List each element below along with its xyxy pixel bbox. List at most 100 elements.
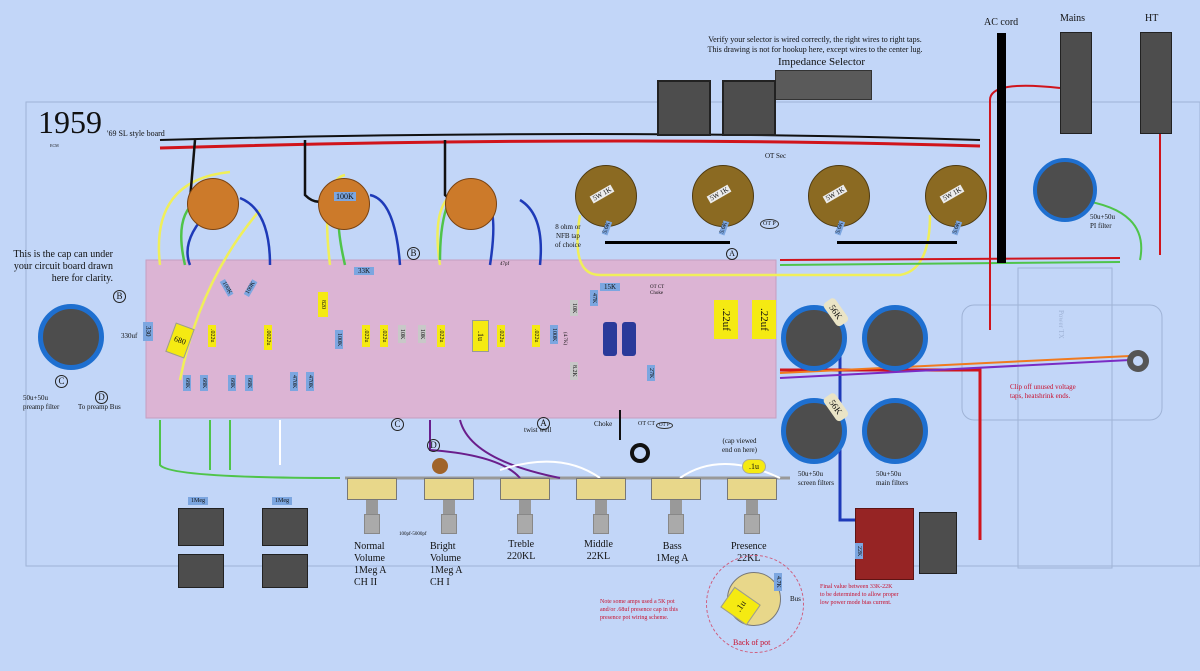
electrolytic-cap-1 <box>603 322 617 356</box>
preamp-tube-v2 <box>318 178 370 230</box>
pot-label-treble: Treble 220KL <box>507 539 535 563</box>
marker-d-board: D <box>427 439 440 452</box>
tube-v2-resistor: 100K <box>334 192 356 201</box>
pot-label-bright-2: Volume <box>430 553 461 564</box>
speaker-jack-1[interactable] <box>657 80 711 136</box>
resistor-33k: 33K <box>354 267 375 275</box>
resistor-10k-1: 10K <box>398 325 406 344</box>
resistor-68k-4: 68K <box>245 375 253 392</box>
cap-0022u-1: .0022u <box>264 325 272 350</box>
chassis-outline <box>25 101 1200 567</box>
cap-22uf-2: .22uf <box>752 300 776 339</box>
clip-note-line1: Clip off unused voltage <box>1010 383 1076 391</box>
cap-820: 820 <box>318 292 328 317</box>
resistor-68k-1: 68K <box>183 375 191 392</box>
cap-can-note: This is the cap can under your circuit b… <box>5 249 113 285</box>
ot-ct-choke-line1: OT CT <box>650 285 665 290</box>
title-tiny: ECM <box>50 143 59 148</box>
preamp-filter-line1: 50u+50u <box>23 394 48 402</box>
bias-note: Final value between 33K-22K to be determ… <box>820 583 898 607</box>
standby-switch[interactable] <box>855 508 914 580</box>
marker-b-cap: B <box>113 290 126 303</box>
pi-filter-line1: 50u+50u <box>1090 213 1115 221</box>
pot-label-normal-1: Normal <box>354 541 385 552</box>
mains-fuse-label: Mains <box>1060 13 1085 24</box>
nfb-note-line1: 8 ohm or <box>555 223 581 231</box>
input-jack-ch2-high[interactable] <box>178 508 224 546</box>
resistor-100k-3: 100K <box>335 330 343 350</box>
screen-filters-line2: screen filters <box>798 479 834 487</box>
resistor-10k-2: 10K <box>418 325 426 344</box>
switch-resistor-22k: 22K <box>855 543 863 560</box>
power-switch[interactable] <box>919 512 957 574</box>
otp-label-bottom: OT P <box>656 422 673 429</box>
input-jack-ch1-low[interactable] <box>262 554 308 588</box>
preamp-tube-v3 <box>445 178 497 230</box>
ht-fuse-holder[interactable] <box>1140 32 1172 134</box>
nfb-note-line3: of choice <box>555 241 581 249</box>
presence-note-line2: and/or .68uf presence cap in this <box>600 607 678 613</box>
clip-note: Clip off unused voltage taps, heatshrink… <box>1010 383 1076 401</box>
pot-label-bright: Bright Volume 1Meg A CH I <box>430 541 463 589</box>
jack-resistor-1: 1Meg <box>188 497 208 505</box>
pot-presence[interactable] <box>727 478 777 534</box>
pot-label-middle-2: 22KL <box>586 551 611 562</box>
ot-ct-choke-label: OT CT Choke <box>650 285 664 297</box>
twist-well-label: twist well <box>524 426 552 434</box>
cap-330uf-label: 330uf <box>121 332 138 340</box>
screen-filters-label: 50u+50u screen filters <box>798 470 834 488</box>
pot-label-bright-1: Bright <box>430 541 456 552</box>
power-tx-outline <box>1017 267 1113 569</box>
pot-middle[interactable] <box>576 478 626 534</box>
pi-filter-cap <box>1033 158 1097 222</box>
preamp-filter-cap-can <box>38 304 104 370</box>
speaker-jack-2[interactable] <box>722 80 776 136</box>
nfb-note-line2: NFB tap <box>555 232 580 240</box>
presence-pot-back-outline <box>706 555 804 653</box>
ot-sec-label: OT Sec <box>765 152 787 160</box>
marker-c-cap: C <box>55 375 68 388</box>
bias-bus-wire-2 <box>837 241 957 244</box>
impedance-selector[interactable] <box>775 70 872 100</box>
back-of-pot-label: Back of pot <box>733 638 771 647</box>
pot-label-normal: Normal Volume 1Meg A CH II <box>354 541 387 589</box>
cap-022u-3: .022u <box>380 325 388 347</box>
presence-note-line3: presence pot wiring scheme. <box>600 615 669 621</box>
cap-viewed-line1: (cap viewed <box>722 437 757 445</box>
power-tx-label: Power TX <box>1057 310 1065 339</box>
presence-note-line1: Note some amps used a 5K pot <box>600 599 675 605</box>
resistor-15k: 15K <box>600 283 621 291</box>
pot-label-treble-2: 220KL <box>507 551 536 562</box>
main-filters-line2: main filters <box>876 479 909 487</box>
pot-treble[interactable] <box>500 478 550 534</box>
pot-bright-volume[interactable] <box>424 478 474 534</box>
cap-can-note-line1: This is the cap can under <box>13 249 113 260</box>
cap-022u-6: .022u <box>532 325 540 347</box>
marker-b-board: B <box>407 247 420 260</box>
pot-label-bass-2: 1Meg A <box>656 553 689 564</box>
turret-board <box>145 259 777 419</box>
cap-022u-5: .022u <box>497 325 505 347</box>
title-subtitle: '69 SL style board <box>107 129 165 138</box>
input-jack-ch2-low[interactable] <box>178 554 224 588</box>
pot-normal-volume[interactable] <box>347 478 397 534</box>
resistor-470k-2: 470K <box>306 372 314 392</box>
pi-filter-line2: PI filter <box>1090 222 1112 230</box>
cap-022u-1: .022u <box>208 325 216 347</box>
pot-label-bright-3: 1Meg A <box>430 565 463 576</box>
mains-fuse-holder[interactable] <box>1060 32 1092 134</box>
choke-label: Choke <box>594 420 613 428</box>
pot-label-bass: Bass 1Meg A <box>656 541 689 565</box>
resistor-47k: 47K <box>590 290 598 307</box>
preamp-filter-line2: preamp filter <box>23 403 60 411</box>
presence-note: Note some amps used a 5K pot and/or .68u… <box>600 598 678 622</box>
resistor-8-2k: 8.2K <box>570 362 578 380</box>
pot-bass[interactable] <box>651 478 701 534</box>
input-jack-ch1-high[interactable] <box>262 508 308 546</box>
ac-cord-label: AC cord <box>984 17 1019 28</box>
pot-label-normal-2: Volume <box>354 553 385 564</box>
cap-1u-board: .1u <box>472 320 489 352</box>
ot-ct-choke-line2: Choke <box>650 291 664 296</box>
choke-outline <box>961 304 1163 421</box>
pot-label-middle-1: Middle <box>584 539 613 550</box>
